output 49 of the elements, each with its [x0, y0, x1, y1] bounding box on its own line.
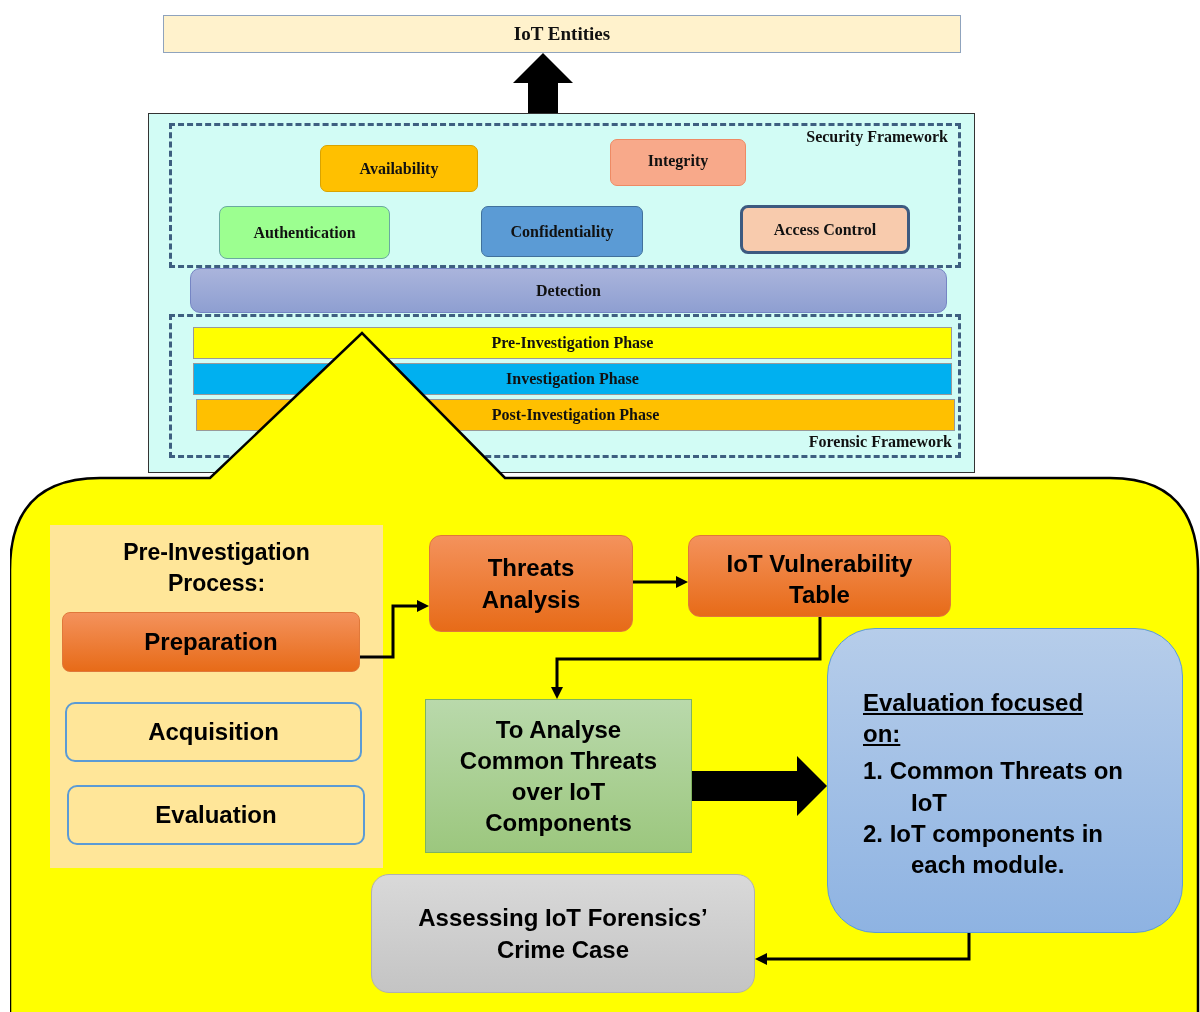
node-label: Investigation Phase: [506, 370, 639, 388]
arrow: [360, 600, 429, 659]
evaluation-panel: [827, 628, 1183, 933]
list-item: 1. Common Threats on IoT: [863, 756, 1125, 818]
arrow: [633, 576, 688, 588]
rounded-box: [481, 206, 643, 257]
node-label: Threats Analysis: [480, 553, 582, 615]
node-label: Authentication: [253, 223, 356, 242]
process-panel: [50, 525, 383, 868]
rounded-box: [610, 139, 746, 186]
list-item: 2. IoT components in each module.: [863, 818, 1104, 880]
process-box: [429, 535, 633, 632]
node-label: Preparation: [144, 627, 278, 658]
process-box: [67, 785, 365, 845]
phase-bar: [193, 327, 952, 359]
node-label: IoT Entities: [513, 23, 611, 45]
node-label: IoT Vulnerability Table: [725, 549, 914, 611]
node-label: Detection: [536, 281, 601, 300]
node-label: Pre-Investigation Phase: [491, 334, 654, 352]
node-label: Assessing IoT Forensics’ Crime Case: [417, 903, 709, 965]
rounded-box: [219, 206, 390, 259]
node-label: Evaluation: [155, 800, 277, 831]
node-label: Post-Investigation Phase: [491, 406, 660, 424]
callout-shape: [10, 330, 1200, 1012]
process-box: [688, 535, 951, 617]
panel-heading: Evaluation focused on:: [863, 688, 1085, 750]
node-label: To Analyse Common Threats over IoT Components: [458, 714, 659, 839]
arrow: [551, 617, 822, 699]
rounded-box: [320, 145, 478, 192]
node-label: Availability: [359, 159, 439, 178]
node-label: Integrity: [647, 152, 709, 170]
node-label: Access Control: [773, 220, 877, 239]
node-label: Pre-Investigation Process:: [122, 538, 311, 599]
block-arrow: [513, 53, 573, 113]
node-label: Acquisition: [148, 717, 279, 748]
node-label: Forensic Framework: [808, 433, 952, 451]
entity-box: [163, 15, 961, 53]
framework-panel: [148, 113, 975, 473]
detection-bar: [190, 268, 947, 313]
rounded-box: [740, 205, 910, 254]
arrow: [755, 933, 971, 965]
block-arrow: [692, 756, 827, 816]
node-label: Security Framework: [806, 128, 948, 146]
process-box: [425, 699, 692, 853]
node-label: Confidentiality: [510, 222, 614, 241]
dashed-frame: [169, 123, 961, 268]
process-box: [65, 702, 362, 762]
result-box: [371, 874, 755, 993]
process-box: [62, 612, 360, 672]
